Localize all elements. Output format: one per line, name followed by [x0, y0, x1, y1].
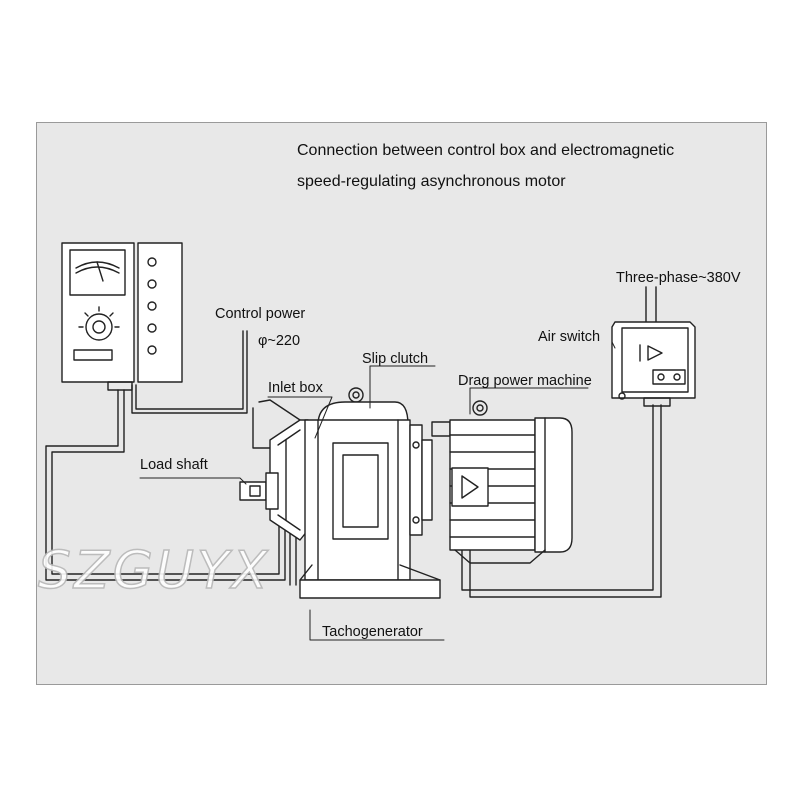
meter-icon: [69, 249, 126, 296]
label-control-power: Control power: [215, 306, 306, 322]
label-load-shaft: Load shaft: [140, 457, 208, 473]
label-drag-power-machine: Drag power machine: [458, 373, 592, 389]
label-inlet-box: Inlet box: [268, 380, 323, 396]
label-air-switch: Air switch: [538, 329, 601, 345]
watermark: SZGUYX: [37, 541, 271, 601]
label-slip-clutch: Slip clutch: [362, 351, 429, 367]
slip-clutch: [299, 387, 451, 599]
load-shaft: [239, 472, 279, 510]
diagram-title-line-2: speed-regulating asynchronous motor: [297, 173, 566, 190]
control-box: [61, 242, 183, 391]
label-control-voltage: φ~220: [258, 333, 301, 349]
leader-lines: [139, 330, 616, 641]
label-tachogenerator: Tachogenerator: [322, 624, 423, 640]
switch-arrow-icon: [639, 344, 663, 362]
drag-power-machine: [449, 400, 573, 564]
air-switch: [611, 321, 696, 407]
knob-icon: [78, 306, 120, 341]
indicator-lights: [147, 257, 157, 355]
diagram-title-line-1: Connection between control box and elect…: [297, 142, 675, 159]
label-three-phase: Three-phase~380V: [616, 270, 741, 286]
